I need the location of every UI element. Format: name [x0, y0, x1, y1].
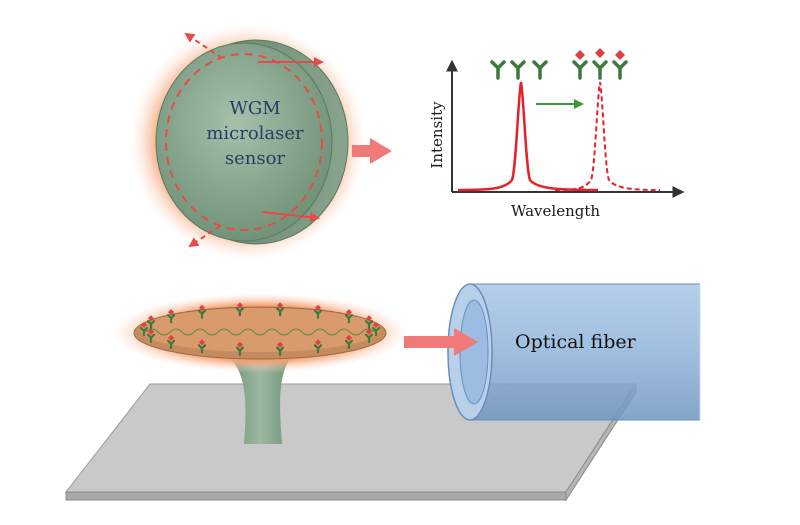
- antibody-icon: [490, 60, 506, 80]
- sensor-label-line: microlaser: [206, 123, 304, 144]
- antibody-icon: [344, 339, 353, 349]
- antibody-antigen-complex: [371, 322, 381, 337]
- disk-to-spectrum-arrow: [352, 138, 392, 164]
- antigen-icon: [366, 315, 372, 322]
- spectrum-peak-before: [457, 81, 599, 192]
- antibody-icon: [167, 339, 176, 349]
- antibody-icon: [612, 60, 628, 80]
- antibody-icon: [532, 60, 548, 80]
- antigen-icon: [148, 315, 154, 322]
- antigen-icon: [615, 50, 625, 60]
- microdisk-top: [140, 308, 380, 352]
- antibody-antigen-complex: [313, 304, 323, 319]
- antibody-icon: [197, 309, 207, 319]
- antibody-icon: [197, 344, 207, 354]
- emission-arrow: [184, 32, 223, 59]
- disk-to-fiber-arrow: [404, 328, 478, 356]
- rim-antibody-antigen-complexes: [139, 302, 381, 356]
- antibody-antigen-complex: [364, 315, 374, 330]
- disk-face: [155, 42, 333, 242]
- antigen-icon: [199, 339, 205, 346]
- antibody-antigen-complex: [146, 315, 156, 330]
- whispering-gallery-mode-wave: [145, 328, 375, 336]
- antigen-icon: [236, 302, 243, 309]
- antibody-icon: [276, 307, 285, 317]
- antigen-icon: [168, 334, 175, 341]
- antibody-icon: [592, 60, 608, 80]
- sensor-label-line: sensor: [224, 148, 286, 169]
- pedestal-stem: [228, 356, 292, 444]
- sensor-label-line: WGM: [229, 98, 281, 119]
- antibody-antigen-complex: [276, 302, 285, 317]
- antigen-icon: [168, 309, 175, 316]
- antibody-icon: [146, 320, 156, 330]
- antibody-icon: [364, 333, 374, 343]
- whispering-gallery-mode-path: [165, 53, 323, 231]
- antigen-icon: [595, 48, 605, 58]
- wgm-microlaser-disk: [130, 24, 366, 260]
- antibody-antigen-complex: [197, 339, 207, 354]
- antigen-icon: [366, 328, 372, 335]
- antigen-icon: [277, 302, 284, 309]
- antibody-antigen-complex: [167, 309, 176, 324]
- antibody-icon: [235, 346, 244, 356]
- spectrum-y-axis-label: Intensity: [428, 101, 446, 169]
- antibody-antigen-complex: [139, 322, 149, 337]
- antibody-icon: [313, 344, 323, 354]
- antibody-antigen-group-after: [572, 48, 628, 80]
- antibody-antigen-complex: [235, 302, 244, 317]
- antigen-icon: [373, 322, 379, 328]
- antibody-icon: [510, 60, 526, 80]
- optical-fiber: [447, 283, 701, 421]
- antigen-icon: [345, 309, 352, 316]
- antibody-icon: [146, 333, 156, 343]
- antigen-icon: [199, 304, 205, 311]
- antibody-icon: [235, 307, 244, 317]
- antibody-antigen-complex: [235, 341, 244, 356]
- spectrum-plot: [446, 48, 685, 198]
- emission-arrow: [261, 211, 320, 223]
- emission-arrow: [188, 225, 221, 248]
- antibody-icon: [276, 346, 285, 356]
- antibody-group-before: [490, 60, 548, 80]
- antibody-icon: [572, 60, 588, 80]
- optical-fiber-label: Optical fiber: [515, 331, 636, 353]
- antibody-icon: [371, 326, 381, 337]
- antibody-antigen-complex: [313, 339, 323, 354]
- antigen-icon: [315, 304, 321, 311]
- antibody-antigen-complex: [276, 341, 285, 356]
- microdisk-on-pedestal: [112, 293, 408, 444]
- antibody-antigen-complex: [146, 328, 156, 343]
- spectrum-peak-after: [554, 81, 661, 191]
- antibody-antigen-complex: [364, 328, 374, 343]
- antibody-icon: [167, 314, 176, 324]
- antigen-icon: [148, 328, 154, 335]
- antibody-icon: [313, 309, 323, 319]
- antigen-icon: [575, 50, 585, 60]
- sensor-label: WGM microlaser sensor: [175, 96, 335, 171]
- antigen-icon: [277, 341, 284, 348]
- antibody-icon: [139, 326, 149, 337]
- antibody-antigen-complex: [344, 309, 353, 324]
- fiber-core-face: [459, 299, 489, 405]
- antibody-antigen-complex: [167, 334, 176, 349]
- spectrum-x-axis-label: Wavelength: [511, 202, 601, 220]
- antibody-icon: [364, 320, 374, 330]
- antigen-icon: [315, 339, 321, 346]
- antigen-icon: [141, 322, 147, 328]
- antibody-antigen-complex: [344, 334, 353, 349]
- antigen-icon: [236, 341, 243, 348]
- antigen-icon: [345, 334, 352, 341]
- antibody-antigen-complex: [197, 304, 207, 319]
- antibody-icon: [344, 314, 353, 324]
